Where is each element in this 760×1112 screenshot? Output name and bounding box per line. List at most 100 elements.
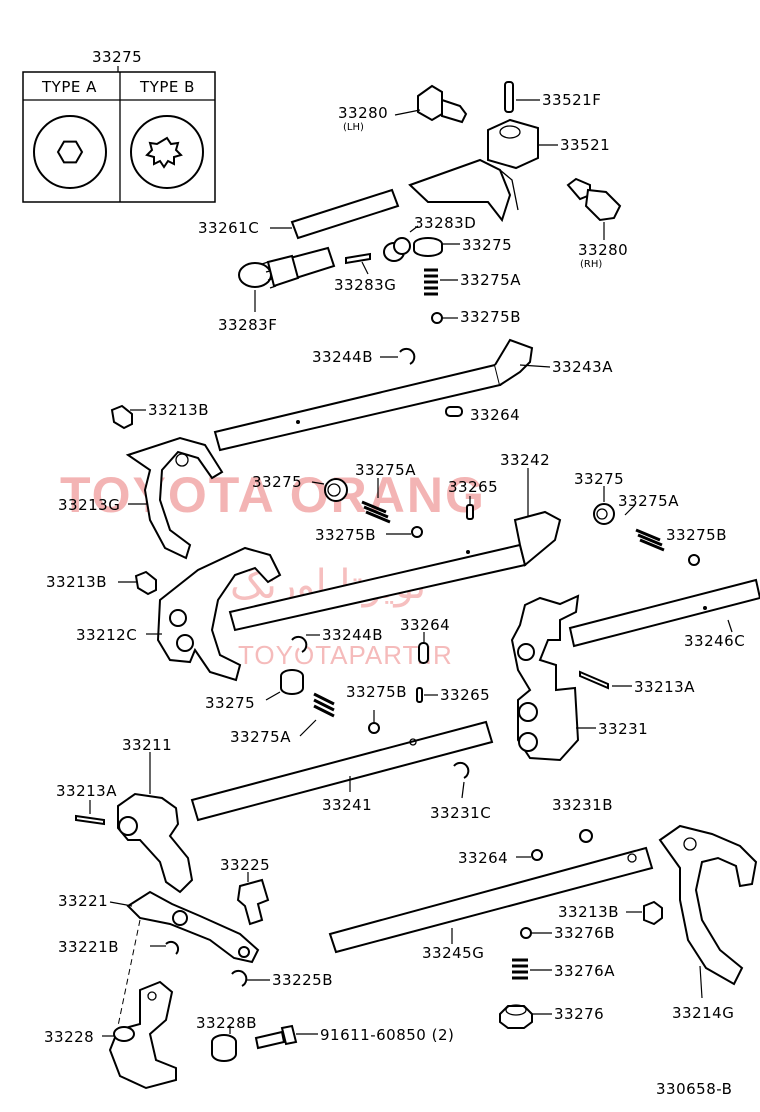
- plug-33283f-icon: [238, 246, 336, 289]
- bolt-33213b-low-icon: [643, 900, 663, 926]
- label-33244b-mid: 33244B: [322, 626, 383, 644]
- label-33275-top: 33275: [462, 236, 512, 254]
- pin-33521f-icon: [504, 81, 514, 113]
- type-a-label: TYPE A: [41, 78, 97, 96]
- watermark-brand: TOYOTA ORANG: [60, 467, 486, 523]
- lever-33221-icon: [126, 890, 260, 964]
- label-33521f: 33521F: [542, 91, 601, 109]
- label-33211: 33211: [122, 736, 172, 754]
- plug-33275-mid-icon: [324, 478, 348, 502]
- pin-33265-low-icon: [416, 687, 423, 703]
- label-33261c: 33261C: [198, 219, 259, 237]
- spring-33275a-low-icon: [313, 692, 335, 718]
- bracket-33228-icon: [108, 980, 177, 1090]
- label-33280-lh: 33280: [338, 104, 388, 122]
- bolt-33213b-mid-icon: [134, 570, 157, 596]
- bolt-33280-lh-icon: [417, 84, 468, 124]
- inset-33275: 33275 TYPE A TYPE B: [22, 48, 216, 203]
- shaft-33246c-icon: [568, 578, 760, 648]
- label-33280-rh: 33280: [578, 241, 628, 259]
- hex-socket-icon: [56, 140, 84, 164]
- ball-33276b-icon: [520, 927, 532, 939]
- block-33225-icon: [236, 878, 270, 926]
- fork-33214g-icon: [658, 824, 758, 986]
- type-b-label: TYPE B: [139, 78, 195, 96]
- label-33231: 33231: [598, 720, 648, 738]
- label-33276: 33276: [554, 1005, 604, 1023]
- shaft-33243a-icon: [213, 338, 534, 452]
- bushing-33228b-icon: [211, 1034, 237, 1062]
- label-33244b-top: 33244B: [312, 348, 373, 366]
- label-33276b: 33276B: [554, 924, 615, 942]
- label-33213b-top: 33213B: [148, 401, 209, 419]
- bolt-91611-icon: [254, 1024, 298, 1050]
- label-33283d: 33283D: [414, 214, 476, 232]
- label-33241: 33241: [322, 796, 372, 814]
- spring-33276a-icon: [512, 958, 528, 980]
- label-33275a-low: 33275A: [230, 728, 291, 746]
- label-33225: 33225: [220, 856, 270, 874]
- fork-33212c-icon: [156, 546, 282, 682]
- watermark-site: TOYOTAPART.IR: [238, 640, 453, 670]
- shaft-33242-icon: [228, 510, 562, 632]
- label-33275a-mid: 33275A: [355, 461, 416, 479]
- label-33242: 33242: [500, 451, 550, 469]
- label-33243a: 33243A: [552, 358, 613, 376]
- clip-33244b-mid-icon: [291, 635, 308, 653]
- label-33264-mid: 33264: [400, 616, 450, 634]
- label-33228: 33228: [44, 1028, 94, 1046]
- diagram-id: 330658-B: [656, 1080, 732, 1098]
- clip-33231c-icon: [453, 761, 470, 779]
- ball-33275b-mid-icon: [411, 526, 423, 538]
- plug-33276-icon: [499, 1004, 533, 1029]
- shaft-33241-icon: [190, 720, 494, 822]
- spring-33275a-right-icon: [635, 528, 665, 552]
- torx-socket-icon: [145, 136, 183, 169]
- label-33245g: 33245G: [422, 944, 484, 962]
- label-33264-low: 33264: [458, 849, 508, 867]
- inset-part-number: 33275: [92, 48, 142, 66]
- label-33213a-right: 33213A: [634, 678, 695, 696]
- spring-33275a-mid-icon: [361, 500, 391, 524]
- label-33275-low: 33275: [205, 694, 255, 712]
- plug-33275-right-icon: [593, 503, 615, 525]
- pin-33264-mid-icon: [418, 642, 429, 664]
- shaft-33261c-icon: [290, 188, 400, 240]
- label-33265-low: 33265: [440, 686, 490, 704]
- label-33521: 33521: [560, 136, 610, 154]
- fork-33213g-icon: [125, 436, 224, 560]
- label-33213b-mid: 33213B: [46, 573, 107, 591]
- label-33275b-top: 33275B: [460, 308, 521, 326]
- label-33212c: 33212C: [76, 626, 137, 644]
- label-rh: (RH): [580, 259, 602, 270]
- label-33231b: 33231B: [552, 796, 613, 814]
- pin-33283g-icon: [345, 252, 371, 265]
- label-33275b-mid: 33275B: [315, 526, 376, 544]
- label-33225b: 33225B: [272, 971, 333, 989]
- ball-33264-low-icon: [531, 849, 543, 861]
- label-33275a-top: 33275A: [460, 271, 521, 289]
- label-33275b-low: 33275B: [346, 683, 407, 701]
- label-33275b-right: 33275B: [666, 526, 727, 544]
- head-33231-icon: [510, 594, 580, 762]
- shaft-33245g-icon: [328, 846, 654, 954]
- label-33246c: 33246C: [684, 632, 745, 650]
- bolt-33280-rh-icon: [566, 177, 622, 222]
- label-33231c: 33231C: [430, 804, 491, 822]
- bushing-33283d-icon: [383, 237, 411, 262]
- label-33265-top: 33265: [448, 478, 498, 496]
- label-33213a-left: 33213A: [56, 782, 117, 800]
- bolt-33213b-top-icon: [110, 404, 133, 430]
- label-33213b-low: 33213B: [558, 903, 619, 921]
- ball-33275b-low-icon: [368, 722, 380, 734]
- ball-33275b-top-icon: [431, 312, 443, 324]
- plug-33275-top-icon: [413, 237, 443, 257]
- ball-33231b-icon: [579, 829, 593, 843]
- lever-33521-icon: [408, 118, 539, 223]
- ball-33275b-right-icon: [688, 554, 700, 566]
- clip-33244b-top-icon: [399, 347, 416, 365]
- label-33221: 33221: [58, 892, 108, 910]
- label-33283g: 33283G: [334, 276, 396, 294]
- label-33275-right: 33275: [574, 470, 624, 488]
